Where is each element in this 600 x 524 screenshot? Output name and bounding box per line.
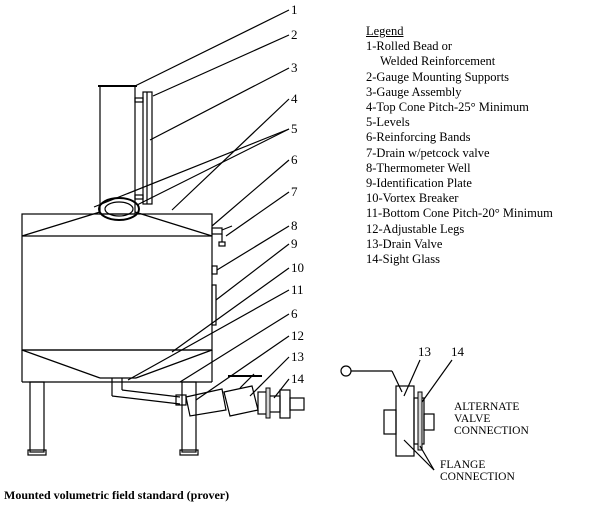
legend-item: 6-Reinforcing Bands: [366, 130, 471, 145]
callout-3: 3: [291, 60, 298, 75]
top-cone: [21, 211, 213, 237]
adjustable-legs: [21, 350, 213, 456]
drain-pipe: [111, 378, 227, 417]
legend-item: 14-Sight Glass: [366, 252, 440, 267]
legend-item: 5-Levels: [366, 115, 410, 130]
callout-14: 14: [291, 371, 305, 386]
petcock-valve: [211, 225, 233, 247]
legend: Legend 1-Rolled Bead or Welded Reinforce…: [366, 24, 553, 267]
legend-item: 13-Drain Valve: [366, 236, 443, 251]
alternate-label-3: CONNECTION: [454, 425, 529, 437]
callout-8: 8: [291, 218, 298, 233]
callout-6b: 6: [291, 306, 298, 321]
detail-leaders: [403, 359, 453, 471]
callout-9: 9: [291, 236, 298, 251]
callout-2: 2: [291, 27, 298, 42]
detail-label-13: 13: [418, 344, 431, 359]
bottom-cone: [21, 349, 213, 379]
callout-1: 1: [291, 2, 298, 17]
legend-item: 7-Drain w/petcock valve: [366, 145, 490, 160]
callout-13: 13: [291, 349, 304, 364]
alternate-valve-detail: [340, 365, 435, 457]
figure-caption: Mounted volumetric field standard (prove…: [4, 488, 230, 502]
callout-4: 4: [291, 91, 298, 106]
drain-valve: [223, 373, 262, 417]
neck: [98, 85, 137, 215]
callout-11: 11: [291, 282, 304, 297]
flange-label-1: FLANGE: [440, 459, 485, 471]
sight-glass: [257, 387, 305, 419]
legend-item: 11-Bottom Cone Pitch-20° Minimum: [366, 206, 553, 221]
legend-item: 12-Adjustable Legs: [366, 221, 465, 236]
alternate-label-2: VALVE: [454, 413, 490, 425]
leader-lines: [93, 9, 290, 401]
legend-item: 4-Top Cone Pitch-25° Minimum: [366, 100, 529, 115]
legend-item: 8-Thermometer Well: [366, 160, 471, 175]
callout-10: 10: [291, 260, 304, 275]
legend-title: Legend: [366, 24, 404, 38]
legend-item: 10-Vortex Breaker: [366, 191, 459, 206]
legend-item: 2-Gauge Mounting Supports: [366, 69, 510, 84]
legend-item: 9-Identification Plate: [366, 176, 472, 191]
legend-item: 1-Rolled Bead or: [366, 39, 453, 54]
callout-6: 6: [291, 152, 298, 167]
callout-5: 5: [291, 121, 298, 136]
callout-7: 7: [291, 184, 298, 199]
alternate-label-1: ALTERNATE: [454, 401, 519, 413]
callout-12: 12: [291, 328, 304, 343]
flange-label-2: CONNECTION: [440, 471, 515, 483]
detail-label-14: 14: [451, 344, 465, 359]
level-ring: [98, 197, 140, 221]
legend-item: Welded Reinforcement: [380, 54, 496, 69]
legend-item: 3-Gauge Assembly: [366, 84, 462, 99]
tank-body: [21, 213, 218, 351]
